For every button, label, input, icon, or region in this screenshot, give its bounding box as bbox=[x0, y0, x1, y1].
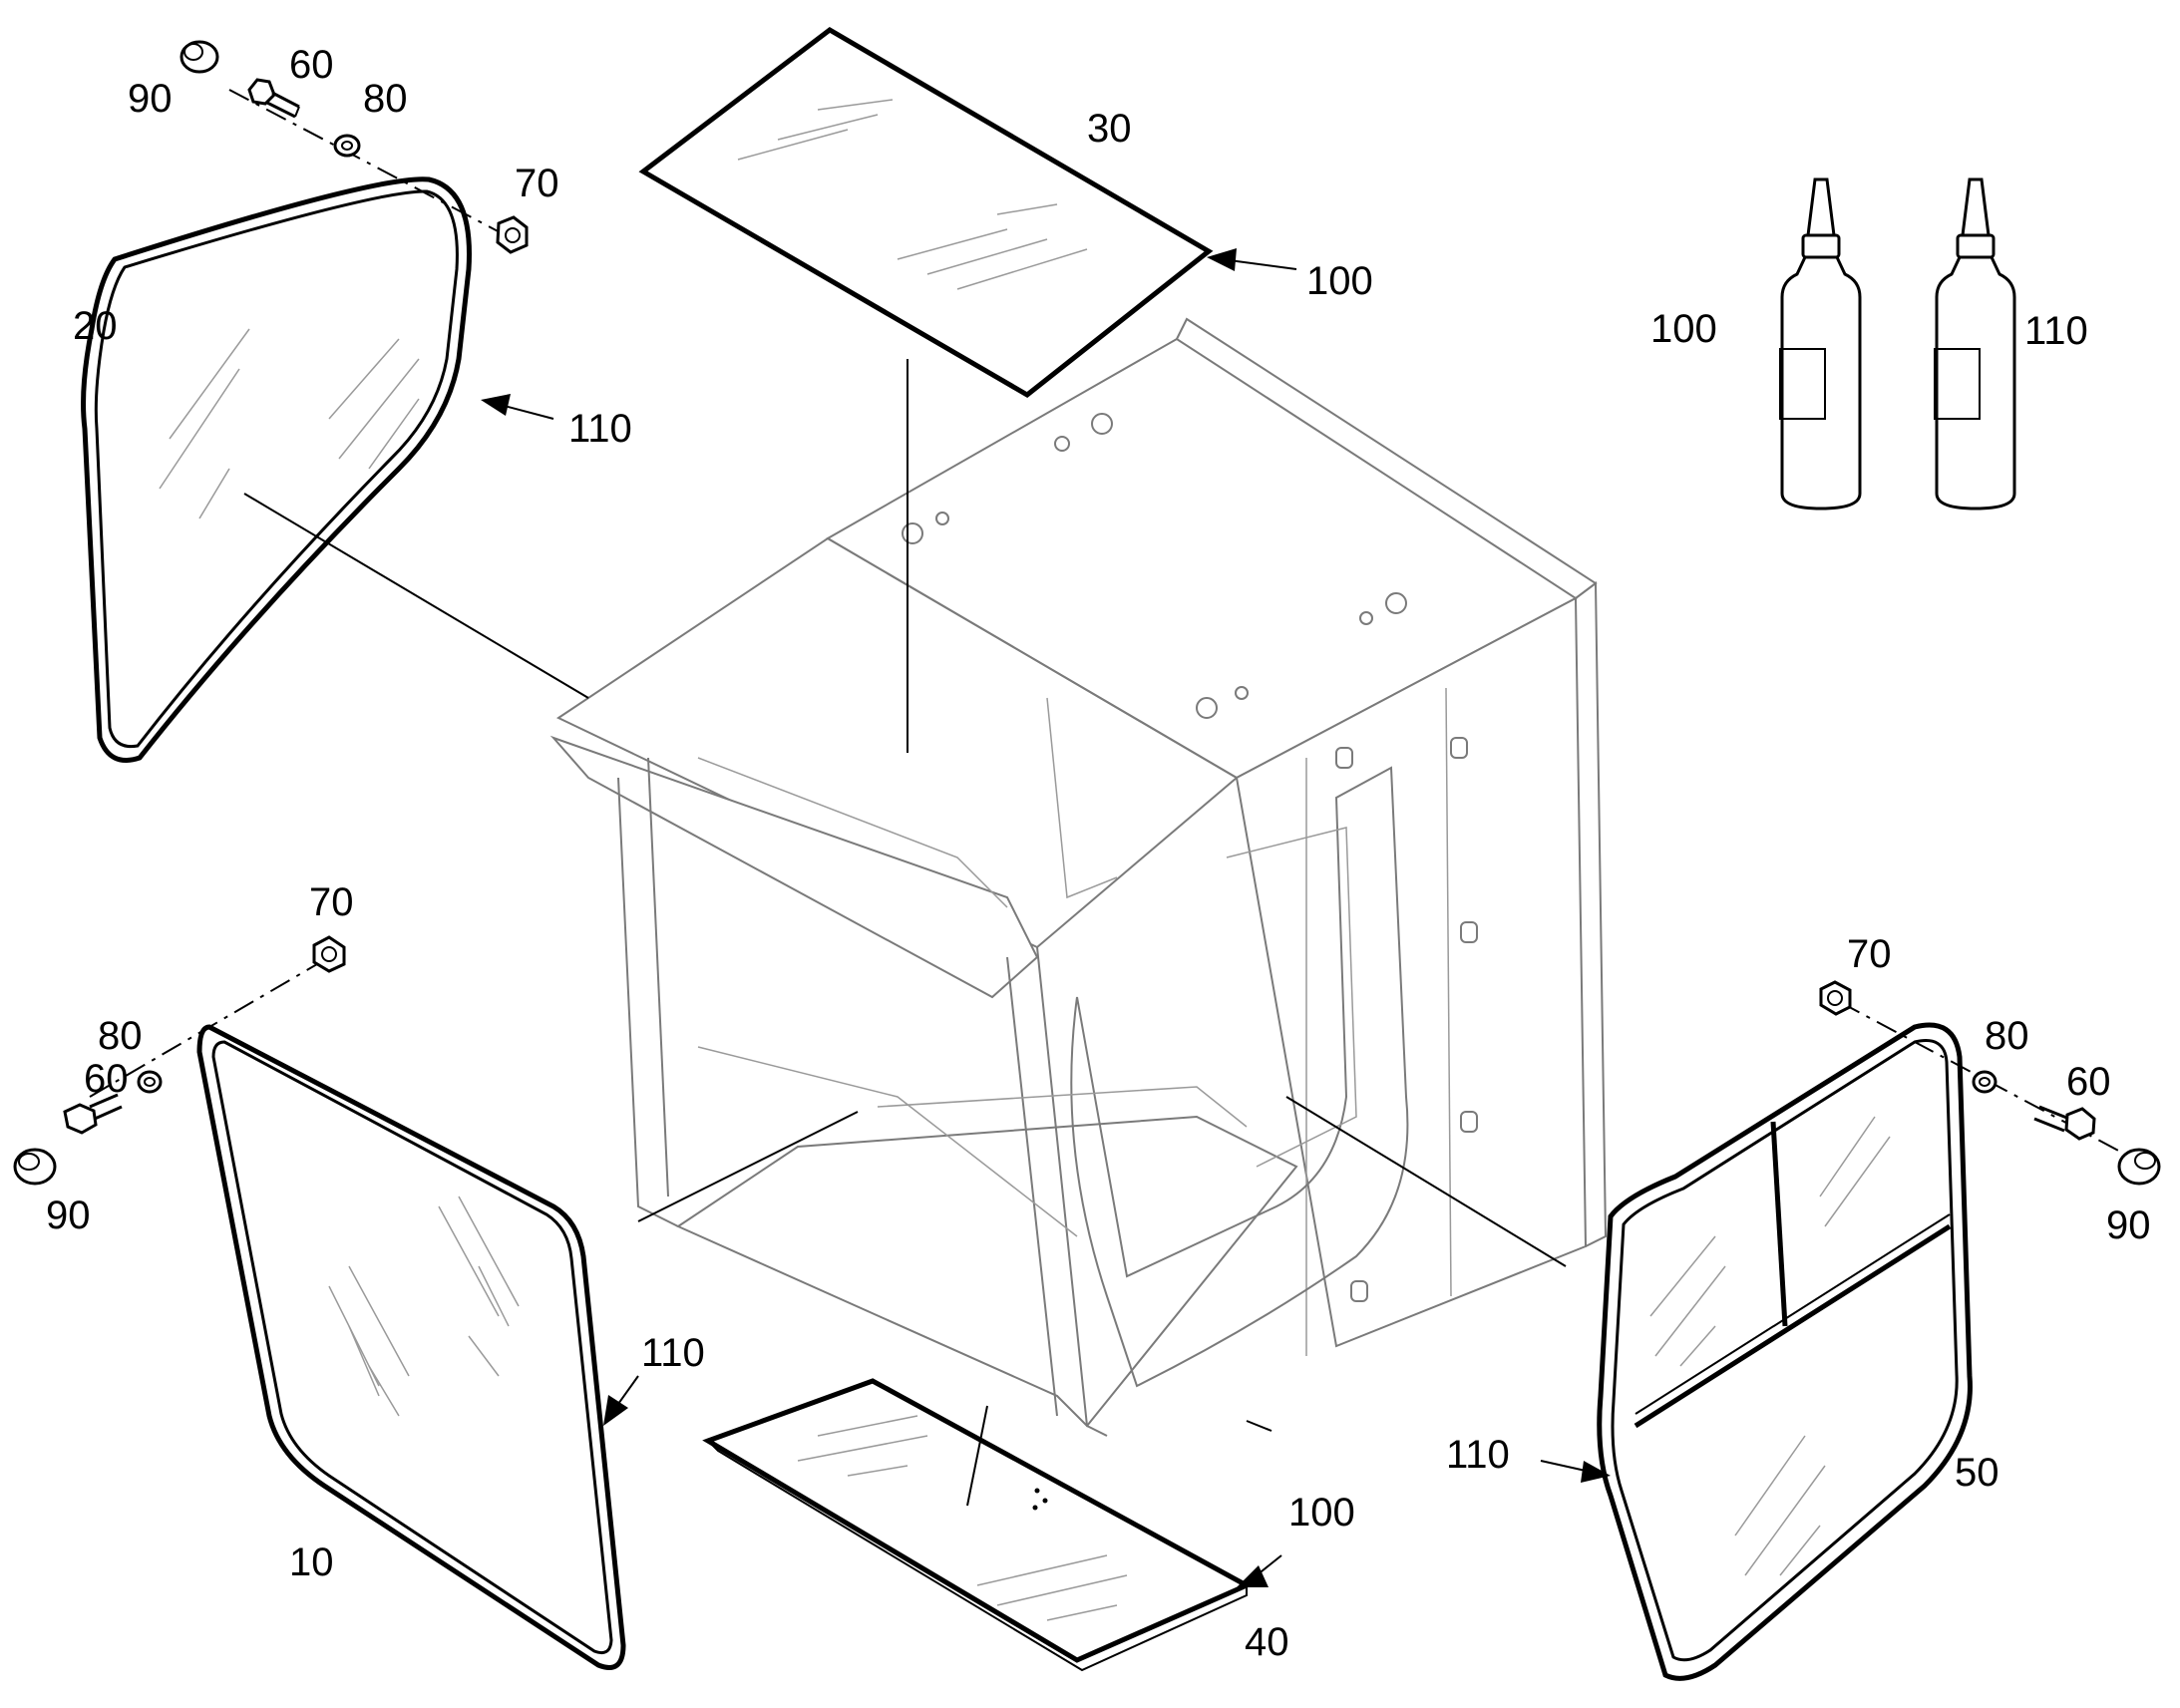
cab-side-bosses bbox=[1335, 737, 1478, 1302]
rear-glass bbox=[81, 176, 589, 763]
callout-100-floor: 100 bbox=[1288, 1491, 1355, 1535]
arrow-head-floor bbox=[1237, 1565, 1269, 1587]
cap-icon-right bbox=[2117, 1148, 2161, 1186]
callout-70-front: 70 bbox=[309, 880, 354, 924]
callout-100-bottle: 100 bbox=[1650, 307, 1717, 351]
cab-frame bbox=[549, 317, 1608, 1437]
door-glass-divider bbox=[1634, 1223, 1952, 1429]
nut-icon-right bbox=[1819, 980, 1852, 1016]
cab-floor bbox=[675, 1115, 1298, 1428]
callout-90-front: 90 bbox=[46, 1194, 91, 1237]
cap-icon-front bbox=[13, 1148, 57, 1186]
callout-110-rear: 110 bbox=[568, 407, 632, 451]
callout-10: 10 bbox=[289, 1540, 334, 1584]
callout-60-right: 60 bbox=[2066, 1060, 2111, 1104]
arrow-head-front bbox=[603, 1395, 628, 1426]
callout-90-right: 90 bbox=[2106, 1203, 2151, 1247]
floor-glass-leader bbox=[966, 1405, 988, 1507]
front-lower-glass-leader bbox=[637, 1111, 859, 1222]
cab-roof-bolts bbox=[902, 413, 1407, 719]
cab-visor bbox=[549, 735, 1039, 999]
callout-100-roof: 100 bbox=[1306, 259, 1373, 303]
front-lower-glass bbox=[196, 1024, 859, 1670]
callout-70-right: 70 bbox=[1847, 932, 1892, 976]
bolt-icon-right bbox=[2033, 1105, 2096, 1141]
rear-glass-leader bbox=[243, 493, 589, 699]
callout-20: 20 bbox=[73, 304, 118, 348]
callout-40: 40 bbox=[1245, 1620, 1289, 1664]
nut-icon-rear bbox=[496, 215, 529, 254]
callout-50: 50 bbox=[1955, 1451, 1999, 1495]
washer-icon-rear bbox=[333, 134, 361, 158]
callout-110-front: 110 bbox=[641, 1331, 705, 1375]
callout-60-rear: 60 bbox=[289, 43, 334, 87]
callout-30: 30 bbox=[1087, 107, 1132, 151]
adhesive-bottle-100 bbox=[1779, 177, 1862, 511]
cap-icon-rear bbox=[180, 40, 219, 74]
arrow-head-rear bbox=[481, 394, 511, 416]
washer-icon-right bbox=[1972, 1070, 1998, 1094]
adhesive-bottle-110 bbox=[1934, 177, 2016, 511]
callout-70-rear: 70 bbox=[515, 162, 559, 205]
roof-glass bbox=[638, 26, 1214, 753]
callout-60-front: 60 bbox=[84, 1057, 129, 1101]
callout-110-bottle: 110 bbox=[2024, 309, 2088, 353]
rear-fastener-stack bbox=[180, 40, 529, 254]
callout-labels: 10 20 30 40 50 60 60 60 70 70 70 80 80 8… bbox=[46, 43, 2151, 1664]
callout-110-door: 110 bbox=[1446, 1433, 1510, 1477]
callout-80-rear: 80 bbox=[363, 77, 408, 121]
right-door-glass-leader bbox=[1285, 1096, 1567, 1267]
door-glass-slider-divider bbox=[1770, 1121, 1788, 1327]
adhesive-arrows bbox=[481, 248, 1611, 1587]
floor-glass bbox=[702, 1378, 1253, 1672]
washer-icon-front bbox=[137, 1070, 163, 1094]
bolt-icon-front bbox=[63, 1093, 123, 1135]
callout-80-right: 80 bbox=[1985, 1014, 2029, 1058]
right-door-glass bbox=[1285, 1022, 1973, 1681]
arrow-head-roof bbox=[1207, 248, 1237, 271]
nut-icon-front bbox=[312, 935, 346, 973]
callout-80-front: 80 bbox=[98, 1014, 143, 1058]
front-fastener-stack bbox=[13, 935, 346, 1186]
bolt-icon-rear bbox=[247, 78, 300, 119]
callout-90-rear: 90 bbox=[128, 77, 173, 121]
arrow-head-door bbox=[1581, 1461, 1611, 1483]
right-fastener-stack bbox=[1819, 980, 2161, 1186]
